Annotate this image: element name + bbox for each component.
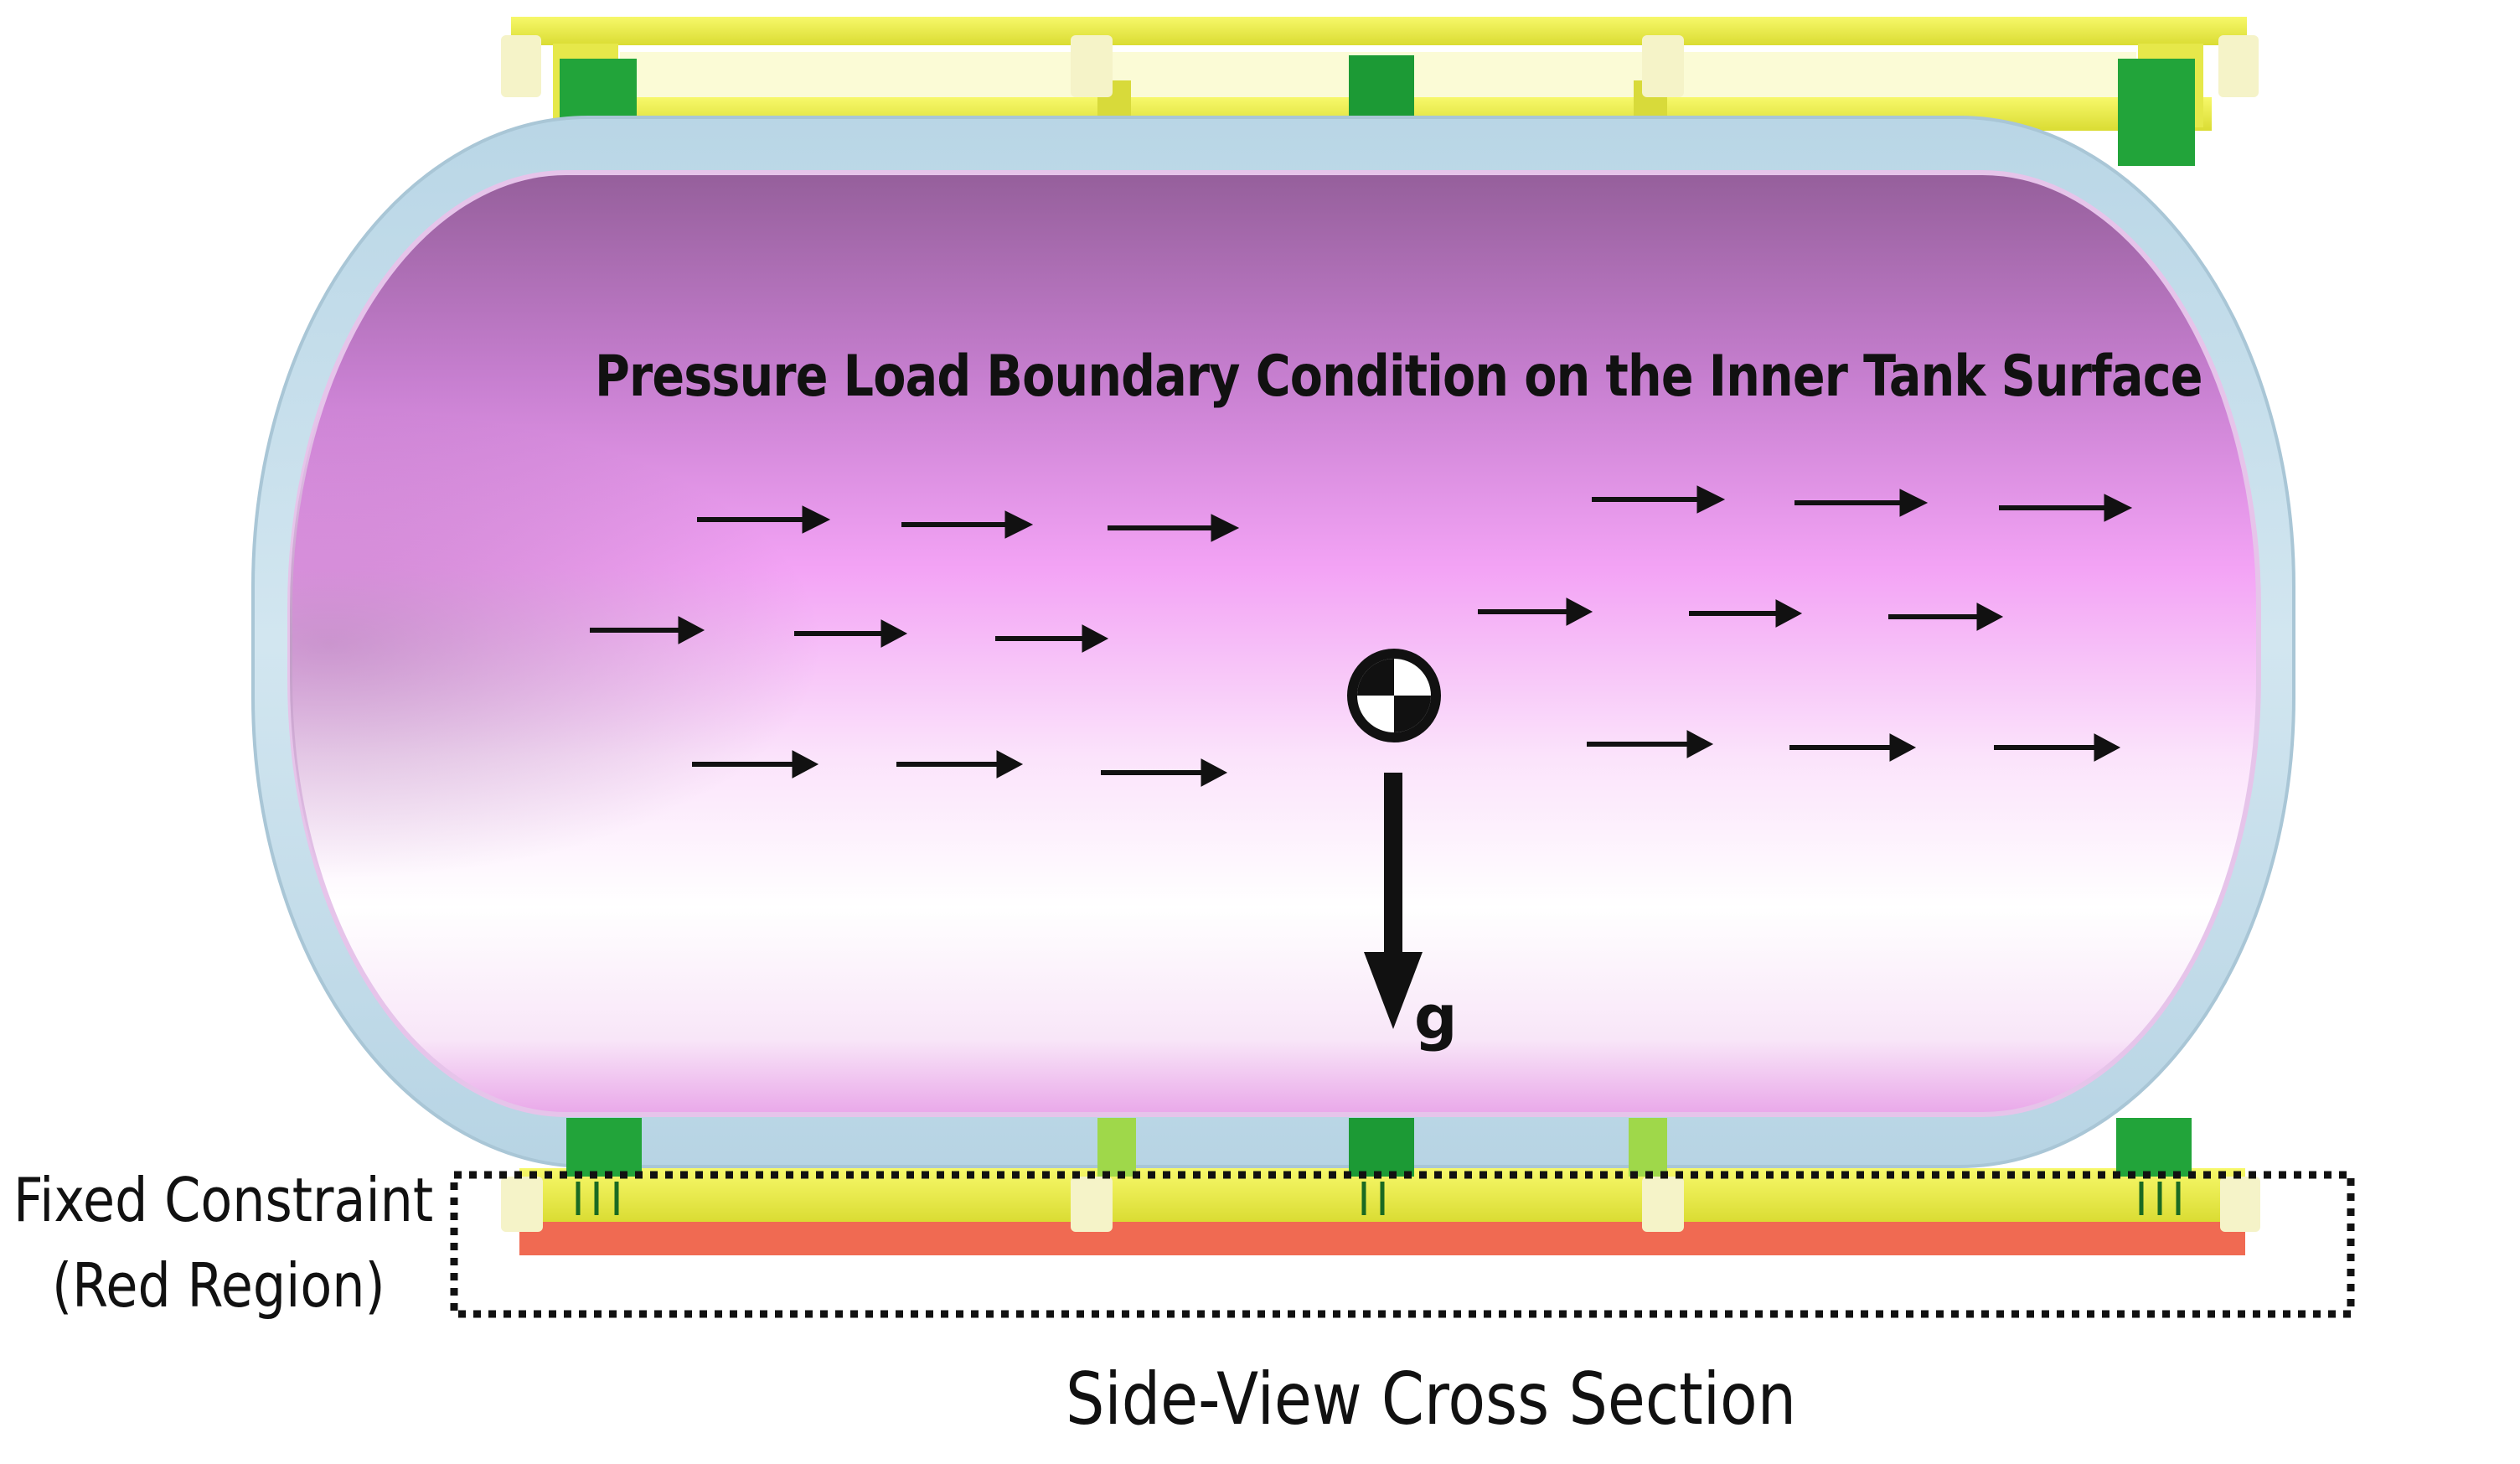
- pad: [1071, 35, 1113, 97]
- pressure-arrows: [590, 485, 2133, 787]
- support-block: [1097, 1118, 1136, 1177]
- pressure-arrow-icon: [995, 624, 1109, 653]
- pressure-load-label: Pressure Load Boundary Condition on the …: [595, 344, 2203, 410]
- pressure-arrow-icon: [697, 505, 831, 534]
- gravity-arrow-icon: [1364, 773, 1423, 1029]
- pad: [501, 35, 541, 97]
- pressure-arrow-icon: [1587, 730, 1714, 758]
- pressure-arrow-icon: [1689, 599, 1803, 628]
- pressure-arrow-icon: [1478, 597, 1593, 626]
- constraint-marker: [2139, 1182, 2181, 1215]
- constraint-marker: [576, 1182, 619, 1215]
- pad: [2220, 1177, 2260, 1232]
- inner-tank-shading: [290, 173, 2259, 1115]
- pad: [1642, 35, 1684, 97]
- figure-caption: Side-View Cross Section: [1066, 1358, 1797, 1441]
- support-block: [566, 1118, 642, 1177]
- center-of-gravity-icon: [1347, 649, 1441, 742]
- fixed-constraint-box: [450, 1171, 2355, 1318]
- bottom-pads: [501, 1177, 2260, 1232]
- pressure-arrow-icon: [1101, 758, 1228, 787]
- top-pads: [501, 35, 2259, 97]
- pressure-arrow-icon: [1789, 733, 1917, 762]
- fixed-constraint-label: Fixed Constraint: [13, 1165, 434, 1235]
- pressure-arrow-icon: [896, 750, 1024, 779]
- top-rail-back: [511, 17, 2247, 45]
- pressure-arrow-icon: [1794, 489, 1929, 517]
- support-block: [1349, 1118, 1414, 1177]
- pressure-arrow-icon: [794, 619, 908, 648]
- constraint-markers: [576, 1182, 2181, 1215]
- pressure-arrow-icon: [1994, 733, 2121, 762]
- pressure-arrow-icon: [1999, 494, 2133, 522]
- red-region-label: (Red Region): [52, 1250, 385, 1321]
- pad: [1071, 1177, 1113, 1232]
- pad: [1642, 1177, 1684, 1232]
- support-block: [2118, 59, 2195, 166]
- pressure-arrow-icon: [1592, 485, 1726, 514]
- pressure-arrow-icon: [1888, 603, 2004, 631]
- fixed-region-red: [519, 1222, 2245, 1255]
- pad: [501, 1177, 543, 1232]
- constraint-marker: [1361, 1182, 1385, 1215]
- gravity-label: g: [1414, 982, 1458, 1053]
- pressure-arrow-icon: [901, 510, 1034, 539]
- pressure-arrow-icon: [590, 616, 705, 644]
- support-block: [1629, 1118, 1667, 1177]
- pad: [2218, 35, 2259, 97]
- pressure-arrow-icon: [692, 750, 819, 779]
- pressure-arrow-icon: [1108, 514, 1240, 542]
- support-block: [2116, 1118, 2192, 1177]
- bottom-support-blocks: [566, 1118, 2192, 1177]
